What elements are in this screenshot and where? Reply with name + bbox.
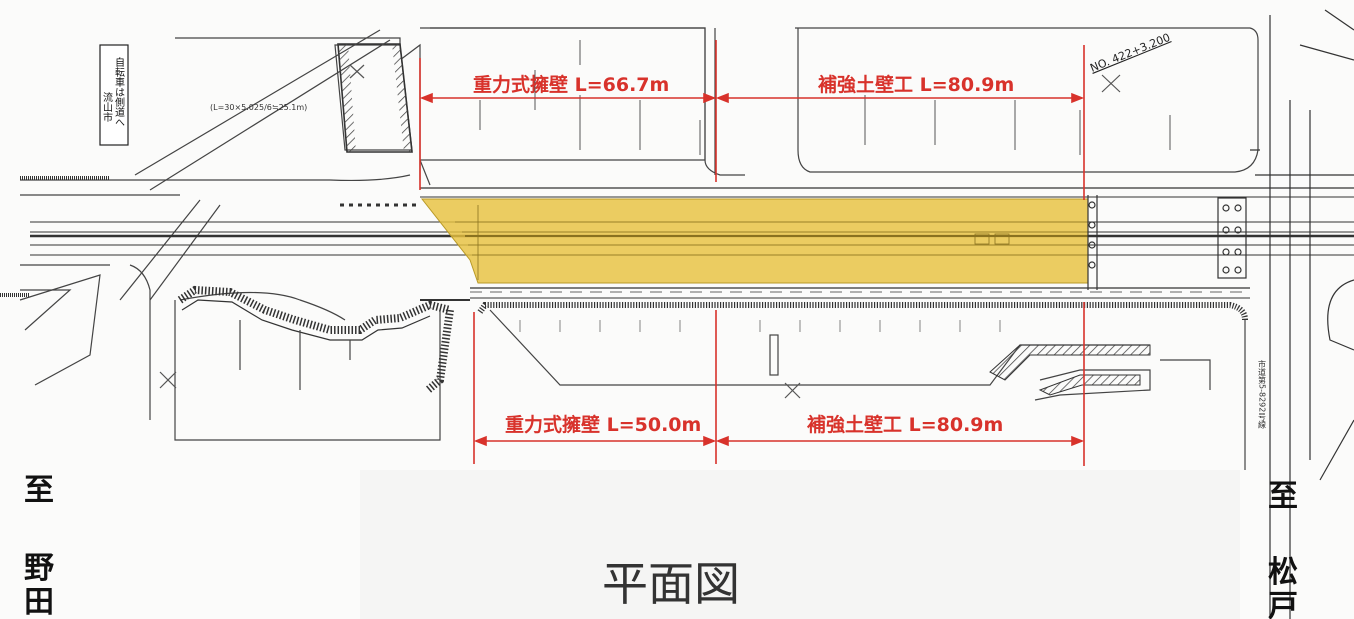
bicycle-sign-text-1: 自転車は側道へ — [113, 56, 125, 127]
lower-left-stepped-wall — [177, 285, 455, 394]
right-direction-to: 至 — [1268, 479, 1298, 514]
right-road-note: 市道第5-8292号線 — [1258, 359, 1267, 428]
upper-left-wall-hatch-2 — [392, 44, 412, 152]
x-marks — [159, 64, 1121, 399]
bicycle-sign-text-2: 流山市 — [101, 91, 113, 123]
lower-left-lots — [239, 320, 351, 390]
right-destination-char-2: 戸 — [1268, 589, 1298, 619]
highlight-inner-lines — [455, 205, 1088, 280]
left-roads — [19, 29, 441, 441]
lower-right-wall-hatch — [989, 344, 1151, 381]
top-left-wall-label: 重力式擁壁 L=66.7m — [473, 73, 669, 96]
top-right-wall-label: 補強土壁工 L=80.9m — [817, 73, 1014, 96]
parcel-ticks — [479, 40, 1171, 155]
lower-left-stepped-wall-edge — [181, 299, 431, 341]
bottom-right-wall-label: 補強土壁工 L=80.9m — [806, 413, 1003, 436]
bicycle-sign — [99, 44, 129, 146]
calc-note: (L=30×5.025/6≒25.1m) — [210, 103, 307, 112]
drawing-title: 平面図 — [602, 557, 740, 611]
bottom-left-wall-label: 重力式擁壁 L=50.0m — [505, 413, 701, 436]
left-destination-char-1: 野 — [24, 551, 54, 586]
right-destination-char-1: 松 — [1268, 555, 1298, 590]
left-destination-char-2: 田 — [24, 585, 54, 619]
dimension-lines — [419, 40, 1085, 466]
lower-right-wall-hatch-2 — [1038, 374, 1141, 396]
highlight-section — [420, 198, 1089, 284]
lower-wall-hatch — [477, 302, 1248, 321]
upper-left-wall-hatch — [338, 44, 356, 152]
lower-wall-ticks — [519, 320, 1001, 332]
left-direction-to: 至 — [24, 473, 54, 508]
lower-paper-tone — [360, 470, 1240, 619]
right-structures — [1087, 9, 1354, 619]
